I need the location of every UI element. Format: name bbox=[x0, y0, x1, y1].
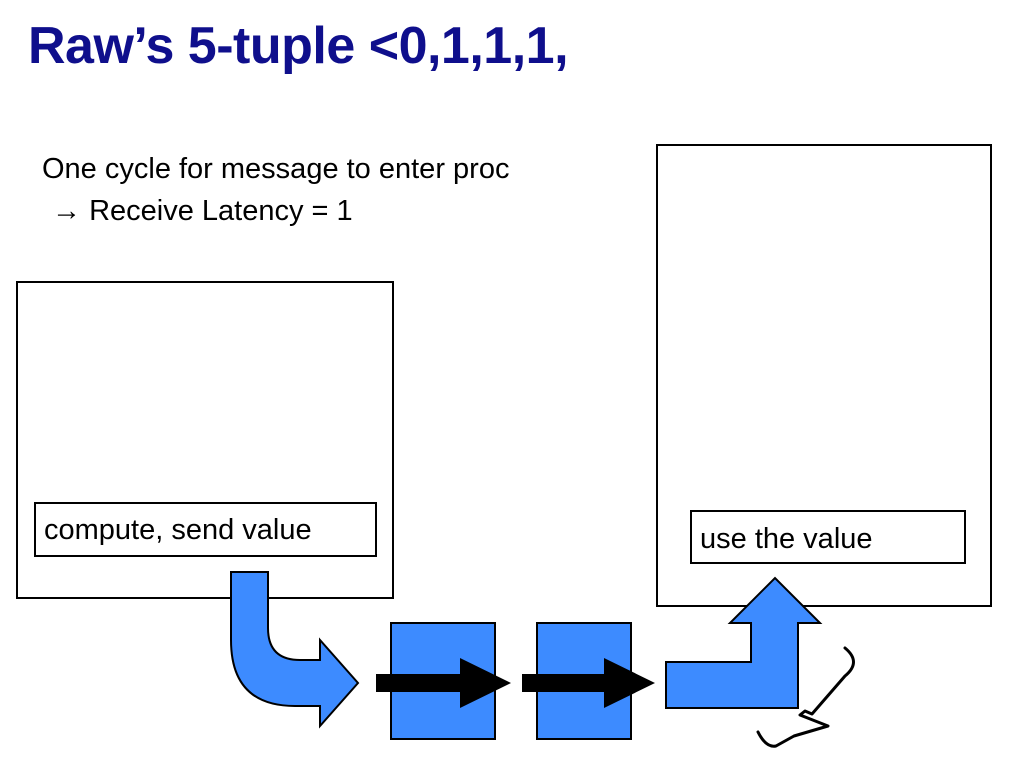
black-arrow-1 bbox=[376, 658, 511, 708]
sender-curved-arrow bbox=[230, 571, 360, 729]
compute-send-value-box: compute, send value bbox=[34, 502, 377, 557]
receiver-entry-arrow bbox=[665, 576, 823, 709]
text-line-2: → Receive Latency = 1 bbox=[42, 190, 509, 232]
black-arrow-2 bbox=[522, 658, 655, 708]
use-the-value-box: use the value bbox=[690, 510, 966, 564]
receive-latency-text: Receive Latency = 1 bbox=[89, 195, 353, 227]
body-text: One cycle for message to enter proc → Re… bbox=[42, 148, 509, 232]
text-line-1: One cycle for message to enter proc bbox=[42, 153, 510, 185]
latency-brace bbox=[756, 646, 855, 748]
right-arrow-icon: → bbox=[52, 195, 81, 227]
slide-title: Raw’s 5-tuple <0,1,1,1, bbox=[28, 17, 569, 75]
